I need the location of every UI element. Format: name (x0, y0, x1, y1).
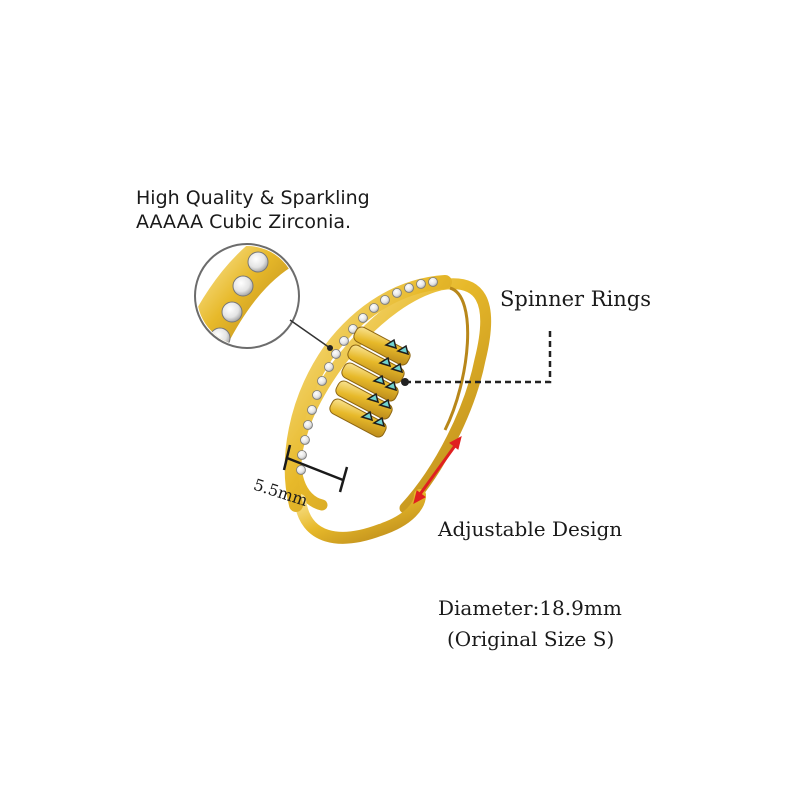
ring-lower-band (294, 489, 426, 544)
original-size-label: (Original Size S) (447, 627, 615, 651)
diameter-label: Diameter:18.9mm (438, 596, 622, 620)
zoom-pointer-dot (327, 345, 333, 351)
adjust-arrow (413, 436, 462, 504)
gem-row (296, 277, 438, 475)
gem-zoom-detail (194, 243, 300, 349)
width-measure (282, 444, 349, 493)
spinner-label: Spinner Rings (500, 287, 652, 311)
quality-label-line2: AAAAA Cubic Zirconia. (136, 211, 352, 233)
quality-label-line1: High Quality & Sparkling (136, 187, 370, 209)
spinner-pointer-line (405, 330, 552, 384)
spinner-rings (329, 326, 411, 438)
adjustable-label: Adjustable Design (438, 517, 623, 541)
zoom-pointer-line (289, 319, 331, 349)
ring-inner-edge (443, 286, 470, 431)
spinner-pointer-dot (401, 378, 409, 386)
